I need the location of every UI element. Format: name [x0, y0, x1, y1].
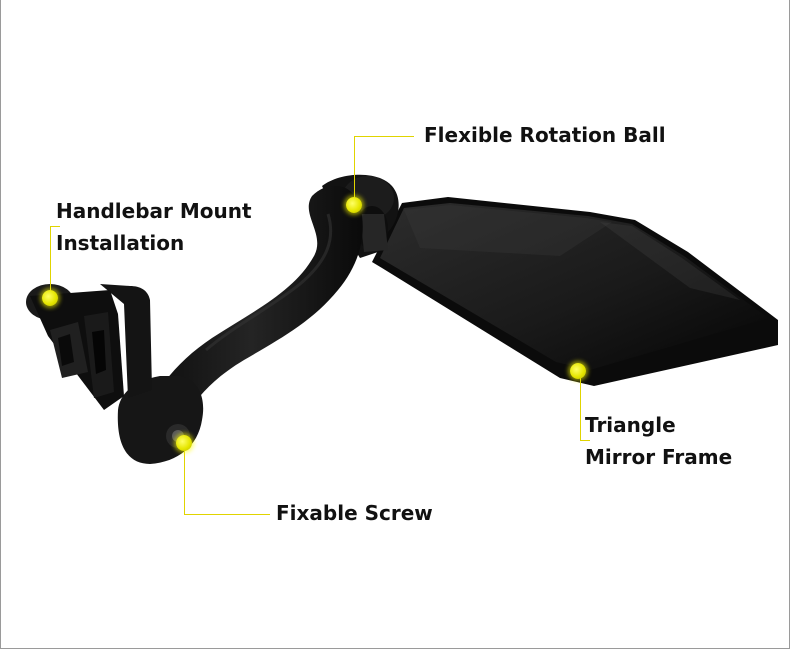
triangle-mirror-head [372, 197, 778, 386]
handlebar-mount [26, 284, 152, 410]
mount-leader-vertical [50, 226, 51, 292]
mount-label-line1: Handlebar Mount [56, 199, 252, 223]
mirror-frame-label-line2: Mirror Frame [585, 445, 733, 469]
screw-callout-dot [176, 435, 192, 451]
screw-leader-horizontal [184, 514, 270, 515]
rotation-ball-leader-vertical [354, 136, 355, 202]
mirror-frame-leader-horizontal [580, 440, 590, 441]
screw-label: Fixable Screw [276, 501, 433, 525]
mount-callout-dot [42, 290, 58, 306]
mount-leader-horizontal [50, 226, 60, 227]
mirror-arm [140, 185, 363, 432]
rotation-ball-leader-horizontal [354, 136, 414, 137]
mount-label-line2: Installation [56, 231, 185, 255]
screw-leader-vertical [184, 446, 185, 514]
mirror-frame-leader-vertical [580, 374, 581, 440]
rotation-ball-label: Flexible Rotation Ball [424, 123, 666, 147]
rotation-ball-callout-dot [346, 197, 362, 213]
mirror-frame-label-line1: Triangle [585, 413, 676, 437]
mirror-frame-callout-dot [570, 363, 586, 379]
